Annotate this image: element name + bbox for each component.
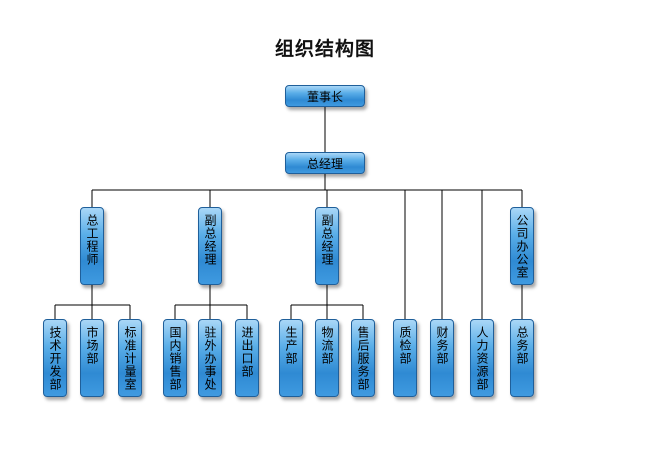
node-chief-engineer[interactable]: 总工程师: [80, 207, 104, 285]
node-market-label: 市场部: [85, 326, 99, 365]
node-chairman-label: 董事长: [306, 89, 343, 104]
node-finance-label: 财务部: [435, 326, 449, 365]
node-chief-engineer-label: 总工程师: [85, 214, 99, 266]
node-vice-gm-1-label: 副总经理: [203, 214, 217, 266]
node-overseas-office-label: 驻外办事处: [203, 326, 217, 391]
node-domestic-sales-label: 国内销售部: [168, 326, 182, 391]
chart-title: 组织结构图: [274, 38, 375, 60]
node-tech-dev-label: 技术开发部: [48, 326, 62, 391]
node-domestic-sales[interactable]: 国内销售部: [163, 319, 187, 397]
node-logistics-label: 物流部: [320, 326, 334, 365]
node-overseas-office[interactable]: 驻外办事处: [198, 319, 222, 397]
node-std-measure[interactable]: 标准计量室: [118, 319, 142, 397]
node-tech-dev[interactable]: 技术开发部: [43, 319, 67, 397]
node-vice-gm-2[interactable]: 副总经理: [315, 207, 339, 285]
node-production-label: 生产部: [284, 326, 298, 365]
node-std-measure-label: 标准计量室: [123, 326, 137, 391]
node-vice-gm-2-label: 副总经理: [320, 214, 334, 266]
node-hr-label: 人力资源部: [475, 326, 489, 391]
node-hr[interactable]: 人力资源部: [470, 319, 494, 397]
node-company-office[interactable]: 公司办公室: [510, 207, 534, 285]
node-chairman[interactable]: 董事长: [285, 85, 365, 107]
node-general-affairs[interactable]: 总务部: [510, 319, 534, 397]
node-general-manager[interactable]: 总经理: [285, 152, 365, 174]
node-production[interactable]: 生产部: [279, 319, 303, 397]
node-after-sales-label: 售后服务部: [356, 326, 370, 391]
node-after-sales[interactable]: 售后服务部: [351, 319, 375, 397]
node-market[interactable]: 市场部: [80, 319, 104, 397]
node-vice-gm-1[interactable]: 副总经理: [198, 207, 222, 285]
node-general-manager-label: 总经理: [306, 156, 343, 171]
node-import-export-label: 进出口部: [240, 326, 254, 378]
node-quality-label: 质检部: [398, 326, 412, 365]
node-logistics[interactable]: 物流部: [315, 319, 339, 397]
node-company-office-label: 公司办公室: [515, 214, 529, 279]
node-general-affairs-label: 总务部: [515, 326, 529, 365]
node-finance[interactable]: 财务部: [430, 319, 454, 397]
node-import-export[interactable]: 进出口部: [235, 319, 259, 397]
node-quality[interactable]: 质检部: [393, 319, 417, 397]
